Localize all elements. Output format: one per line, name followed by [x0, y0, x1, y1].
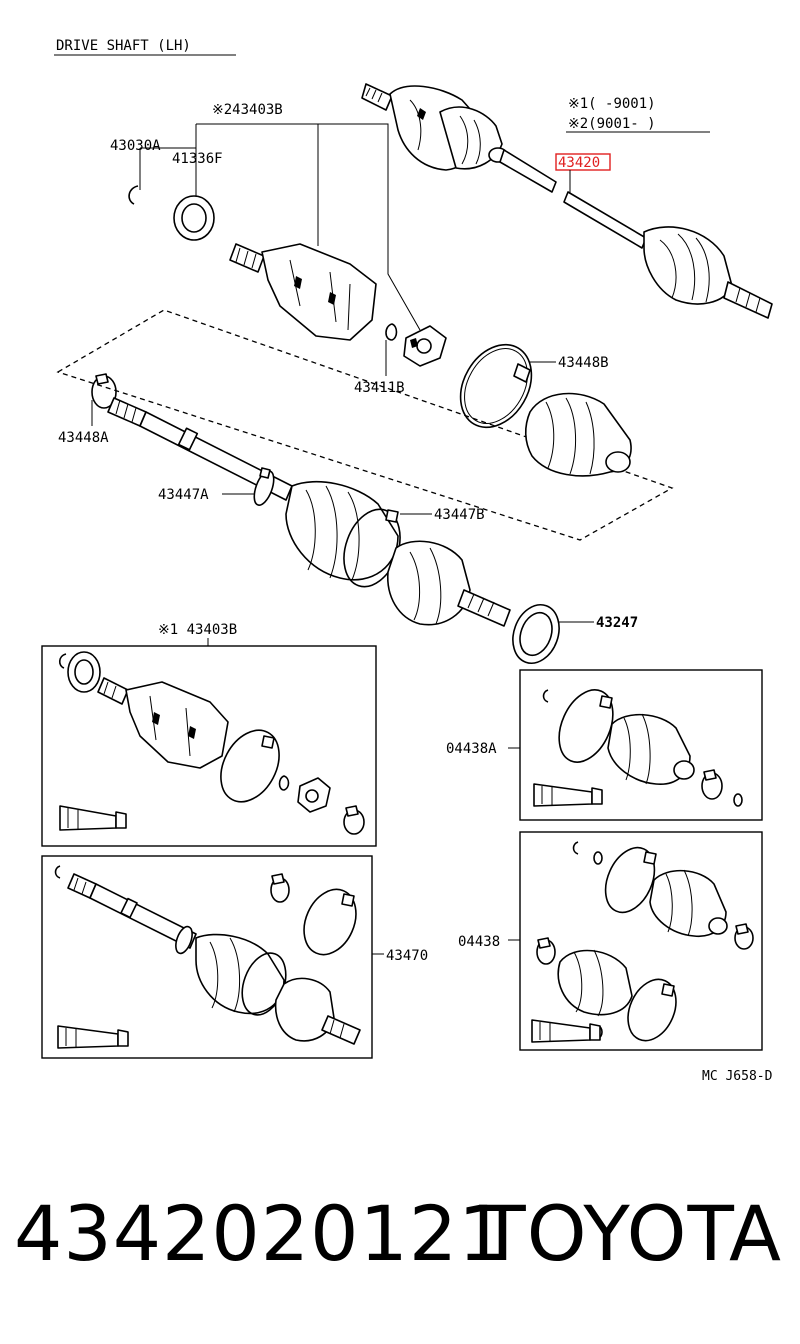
- boot-kit-zone: [56, 309, 674, 541]
- bracket-43403B-2: [196, 123, 421, 331]
- oil-seal-41336F: [173, 195, 215, 241]
- label-43030A: 43030A: [110, 138, 161, 154]
- boot-clamp-43447A: [253, 467, 275, 506]
- outer-boot-main: [285, 480, 399, 581]
- kit-43403B-1-contents: [58, 651, 365, 835]
- diagram-code: MC J658-D: [702, 1069, 773, 1084]
- outer-cv-joint-main: [387, 540, 511, 627]
- kit-box-04438A: [519, 669, 763, 821]
- kit-box-04438: [519, 831, 763, 1051]
- label-43470: 43470: [386, 948, 428, 964]
- drive-shaft-assembly-top: [361, 83, 773, 319]
- brand-name: TOYOTA: [479, 1189, 782, 1278]
- kit-box-43403B-1: [41, 645, 377, 847]
- label-04438A: 04438A: [446, 741, 497, 757]
- kit-box-43470: [41, 855, 373, 1059]
- label-43448A: 43448A: [58, 430, 109, 446]
- kit-04438-contents: [531, 841, 754, 1043]
- label-43247: 43247: [596, 615, 638, 631]
- part-number: 4342020121: [14, 1189, 508, 1278]
- boot-inner: [524, 392, 632, 477]
- diagram-title: DRIVE SHAFT (LH): [56, 38, 191, 54]
- boot-clamp-43448B: [459, 343, 533, 429]
- snap-ring-43411B: [385, 323, 398, 341]
- note-2: ※2(9001- ): [568, 116, 656, 132]
- label-43420: 43420: [558, 155, 600, 171]
- inner-joint-housing: [229, 243, 377, 341]
- label-41336F: 41336F: [172, 151, 223, 167]
- boot-clamp-43448A: [91, 373, 117, 409]
- highlight-box-43420: [555, 153, 611, 171]
- label-43403B-2: ※243403B: [212, 102, 283, 118]
- label-04438: 04438: [458, 934, 500, 950]
- label-43448B: 43448B: [558, 355, 609, 371]
- kit-04438A-contents: [533, 689, 743, 807]
- tripod-joint: [403, 325, 447, 367]
- label-43403B-1: ※1 43403B: [158, 622, 237, 638]
- label-43447A: 43447A: [158, 487, 209, 503]
- snap-ring-43030A: [128, 185, 139, 205]
- label-43447B: 43447B: [434, 507, 485, 523]
- kit-43470-contents: [54, 865, 361, 1049]
- half-shaft: [107, 397, 293, 501]
- ring-43247: [512, 604, 560, 664]
- diagram-canvas: DRIVE SHAFT (LH) ※1( -9001) ※2(9001- ) 4…: [41, 38, 773, 1084]
- note-1: ※1( -9001): [568, 96, 656, 112]
- label-43411B: 43411B: [354, 380, 405, 396]
